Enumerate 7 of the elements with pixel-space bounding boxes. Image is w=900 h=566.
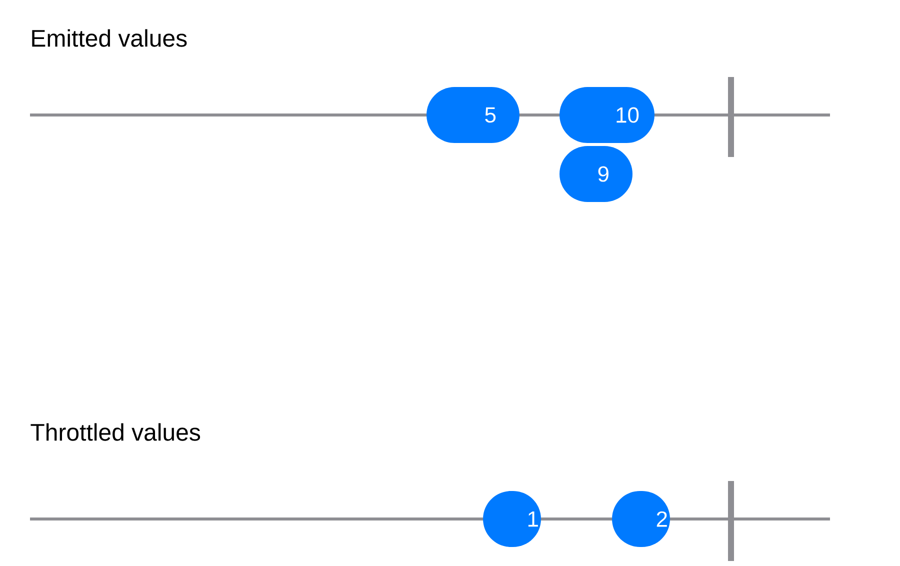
marble: 1 <box>483 491 541 547</box>
marble: 10 <box>560 87 654 143</box>
row-title: Throttled values <box>30 423 200 441</box>
marble: 9 <box>560 146 632 202</box>
marble: 5 <box>426 87 520 143</box>
marble: 2 <box>612 491 670 547</box>
row-title: Emitted values <box>32 29 187 47</box>
